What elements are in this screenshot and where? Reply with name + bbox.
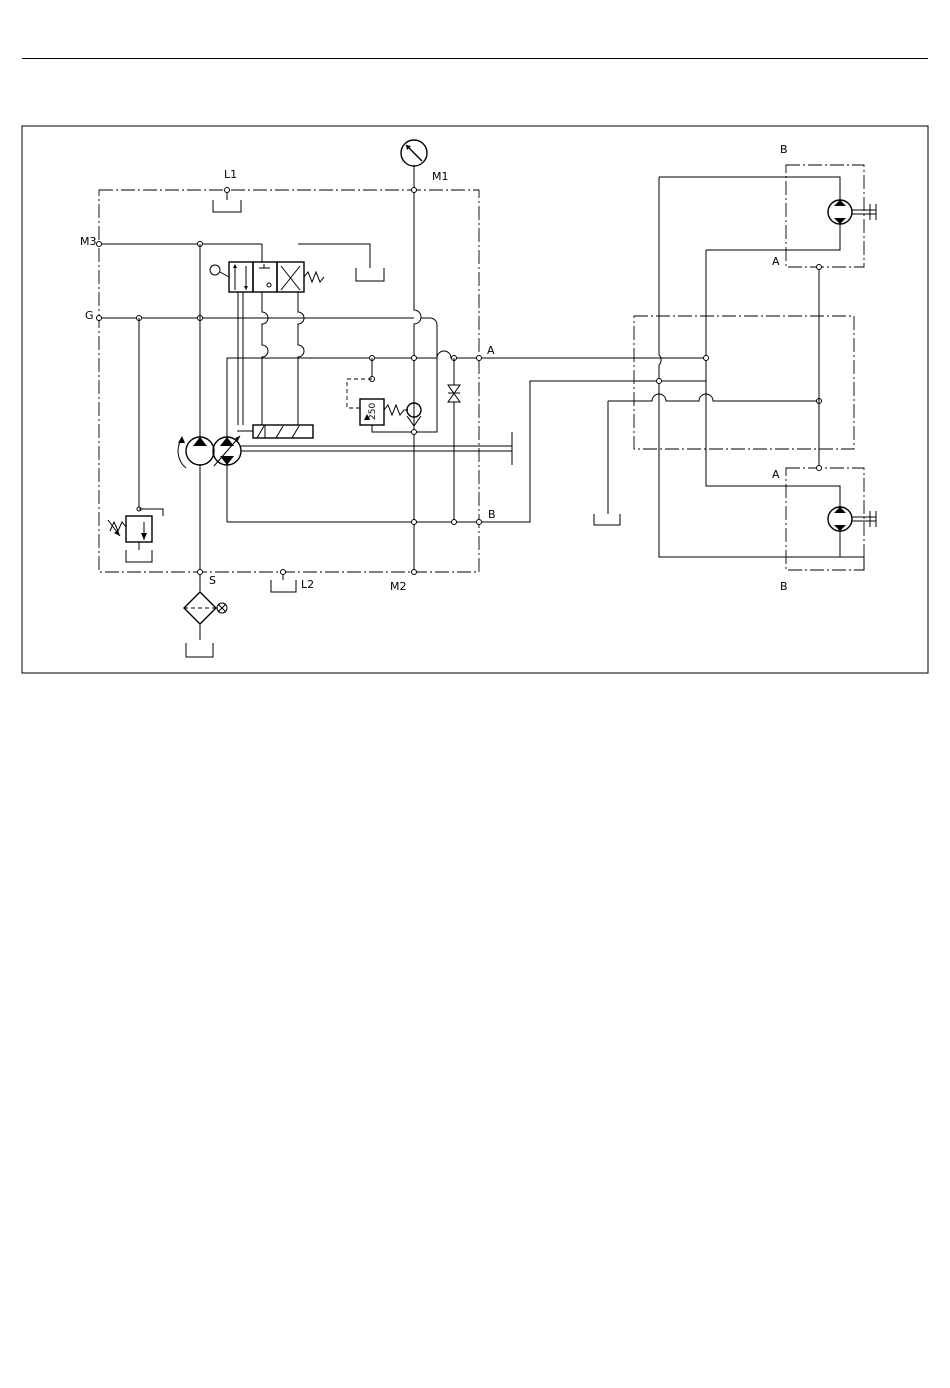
port-label-b-motor-top: B — [780, 143, 788, 156]
port-label-a-motor-bottom: A — [772, 468, 780, 481]
port-label-s: S — [209, 574, 216, 587]
hydraulic-pump-icon — [178, 436, 241, 468]
port-label-m3: M3 — [80, 235, 97, 248]
motor-a-line — [706, 250, 786, 486]
port-label-b-main: B — [488, 508, 496, 521]
valve-block-boundary — [634, 316, 854, 449]
valve-tank-icon — [356, 268, 384, 281]
m1-m2-pressure-line — [414, 190, 421, 572]
top-motor-boundary — [786, 165, 864, 267]
l1-drain-tank-icon — [213, 188, 241, 213]
bypass-valve-icon — [448, 358, 460, 522]
directional-control-valve-icon — [210, 262, 324, 292]
port-label-l2: L2 — [301, 578, 314, 591]
port-label-m2: M2 — [390, 580, 407, 593]
motor-b-line — [659, 177, 864, 570]
bottom-hydraulic-motor-icon — [786, 486, 876, 557]
top-hydraulic-motor-icon — [786, 177, 876, 250]
pressure-setting-label: 250 — [368, 403, 378, 420]
pressure-gauge-icon — [401, 140, 427, 190]
l2-drain-tank-icon — [271, 570, 296, 593]
diagram-frame — [22, 126, 928, 673]
pressure-relief-valve-icon — [347, 358, 421, 435]
port-label-g: G — [85, 309, 94, 322]
port-label-a-motor-top: A — [772, 255, 780, 268]
suction-filter-icon — [184, 575, 227, 657]
port-label-m1: M1 — [432, 170, 449, 183]
port-label-a-main: A — [487, 344, 495, 357]
servo-cylinder-icon — [237, 425, 313, 438]
pump-unit-boundary — [99, 190, 479, 572]
charge-relief-valve-icon — [108, 318, 163, 562]
valve-block-tank-icon — [594, 514, 620, 525]
port-label-l1: L1 — [224, 168, 237, 181]
port-label-b-motor-bottom: B — [780, 580, 788, 593]
